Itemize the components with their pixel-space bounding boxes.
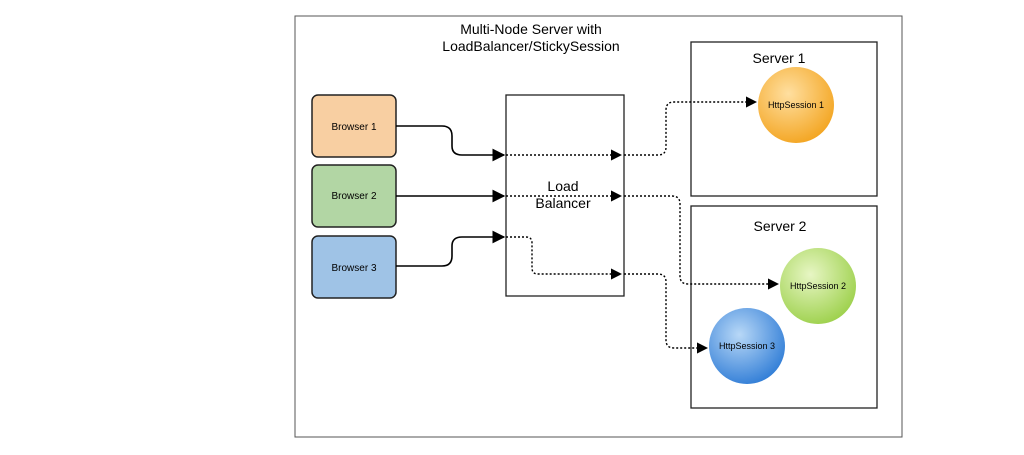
http-session-1-circle <box>758 67 834 143</box>
http-session-3-label: HttpSession 3 <box>719 341 775 351</box>
route-balancer-to-session-1 <box>624 96 758 156</box>
browser-1-label: Browser 1 <box>331 122 376 133</box>
server-2-label: Server 2 <box>754 218 807 234</box>
diagram-title-line1: Multi-Node Server with <box>460 21 602 37</box>
arrow-browser-3-to-balancer <box>396 230 506 267</box>
server-1-label: Server 1 <box>753 50 806 66</box>
http-session-1-label: HttpSession 1 <box>768 100 824 110</box>
http-session-3-circle <box>709 308 785 384</box>
load-balancer-box <box>505 94 625 297</box>
arrow-browser-1-to-balancer <box>396 125 506 162</box>
route-balancer-to-session-2 <box>624 195 780 290</box>
browser-3-box <box>311 235 397 299</box>
load-balancer-label-line1: Load <box>547 178 578 194</box>
load-balancer-label-line2: Balancer <box>535 195 591 211</box>
route-inside-balancer-3 <box>506 236 623 280</box>
browser-3-label: Browser 3 <box>331 263 376 274</box>
http-session-2-circle <box>780 248 856 324</box>
http-session-2-label: HttpSession 2 <box>790 281 846 291</box>
browser-2-label: Browser 2 <box>331 191 376 202</box>
route-balancer-to-session-3 <box>624 273 709 354</box>
diagram-title-line2: LoadBalancer/StickySession <box>442 38 619 54</box>
